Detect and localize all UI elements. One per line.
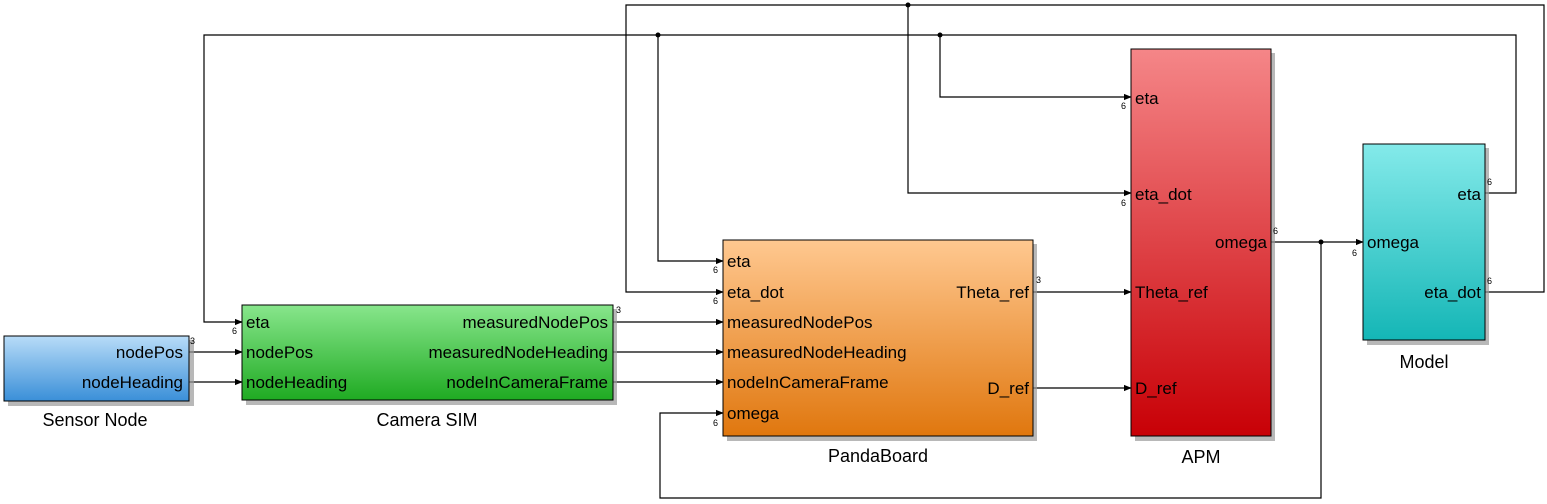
dim-label: 6	[1273, 226, 1278, 236]
port-label: Theta_ref	[956, 283, 1029, 302]
port-label: D_ref	[1135, 379, 1177, 398]
port-label: eta	[727, 252, 751, 271]
dim-label: 6	[1352, 248, 1357, 258]
branch-point	[655, 32, 661, 38]
port-label: D_ref	[987, 379, 1029, 398]
port-label: eta	[1135, 89, 1159, 108]
dim-label: 6	[713, 296, 718, 306]
wire-eta-to-panda[interactable]	[657, 35, 724, 265]
port-label: omega	[1215, 233, 1268, 252]
block-name-camera-sim: Camera SIM	[376, 410, 477, 430]
port-label: nodePos	[116, 343, 183, 362]
signal-dimensions: 3 6 3 6 6 6 3 6 6 6 6 6 6	[190, 101, 1492, 428]
port-label: eta_dot	[1135, 185, 1192, 204]
port-label: measuredNodePos	[462, 313, 608, 332]
branch-point	[905, 2, 911, 8]
dim-label: 6	[713, 265, 718, 275]
port-label: eta	[246, 313, 270, 332]
dim-label: 6	[1487, 276, 1492, 286]
dim-label: 6	[232, 326, 237, 336]
port-label: eta_dot	[1424, 283, 1481, 302]
dim-label: 6	[713, 418, 718, 428]
dim-label: 6	[1121, 101, 1126, 111]
port-label: nodeInCameraFrame	[727, 373, 889, 392]
wire-eta-to-apm[interactable]	[939, 35, 1132, 101]
dim-label: 6	[1487, 177, 1492, 187]
block-name-pandaboard: PandaBoard	[828, 446, 928, 466]
branch-point	[937, 32, 943, 38]
block-name-apm: APM	[1181, 447, 1220, 467]
branch-point	[1318, 239, 1324, 245]
port-label: omega	[1367, 233, 1420, 252]
dim-label: 3	[190, 336, 195, 346]
sensor-node-block[interactable]: nodePos nodeHeading Sensor Node	[3, 335, 194, 430]
port-label: measuredNodePos	[727, 313, 873, 332]
port-label: measuredNodeHeading	[727, 343, 907, 362]
block-name-sensor-node: Sensor Node	[42, 410, 147, 430]
wire-eta-dot-feedback[interactable]	[625, 4, 1545, 296]
wire-omega-feedback[interactable]	[659, 242, 1322, 499]
wires	[189, 2, 1545, 499]
model-block[interactable]: omega eta eta_dot Model	[1362, 143, 1489, 372]
camera-sim-block[interactable]: eta nodePos nodeHeading measuredNodePos …	[241, 304, 617, 430]
port-label: nodePos	[246, 343, 313, 362]
port-label: nodeInCameraFrame	[446, 373, 608, 392]
dim-label: 3	[616, 305, 621, 315]
port-label: omega	[727, 404, 780, 423]
port-label: nodeHeading	[82, 373, 183, 392]
dim-label: 6	[1121, 198, 1126, 208]
wire-eta-dot-to-apm[interactable]	[907, 5, 1132, 197]
port-label: eta	[1457, 185, 1481, 204]
block-name-model: Model	[1399, 352, 1448, 372]
port-label: Theta_ref	[1135, 283, 1208, 302]
port-label: eta_dot	[727, 283, 784, 302]
apm-block[interactable]: eta eta_dot Theta_ref D_ref omega APM	[1130, 48, 1275, 467]
port-label: nodeHeading	[246, 373, 347, 392]
wire-eta-feedback[interactable]	[203, 34, 1517, 323]
dim-label: 3	[1036, 275, 1041, 285]
pandaboard-block[interactable]: eta eta_dot measuredNodePos measuredNode…	[722, 239, 1037, 466]
port-label: measuredNodeHeading	[428, 343, 608, 362]
